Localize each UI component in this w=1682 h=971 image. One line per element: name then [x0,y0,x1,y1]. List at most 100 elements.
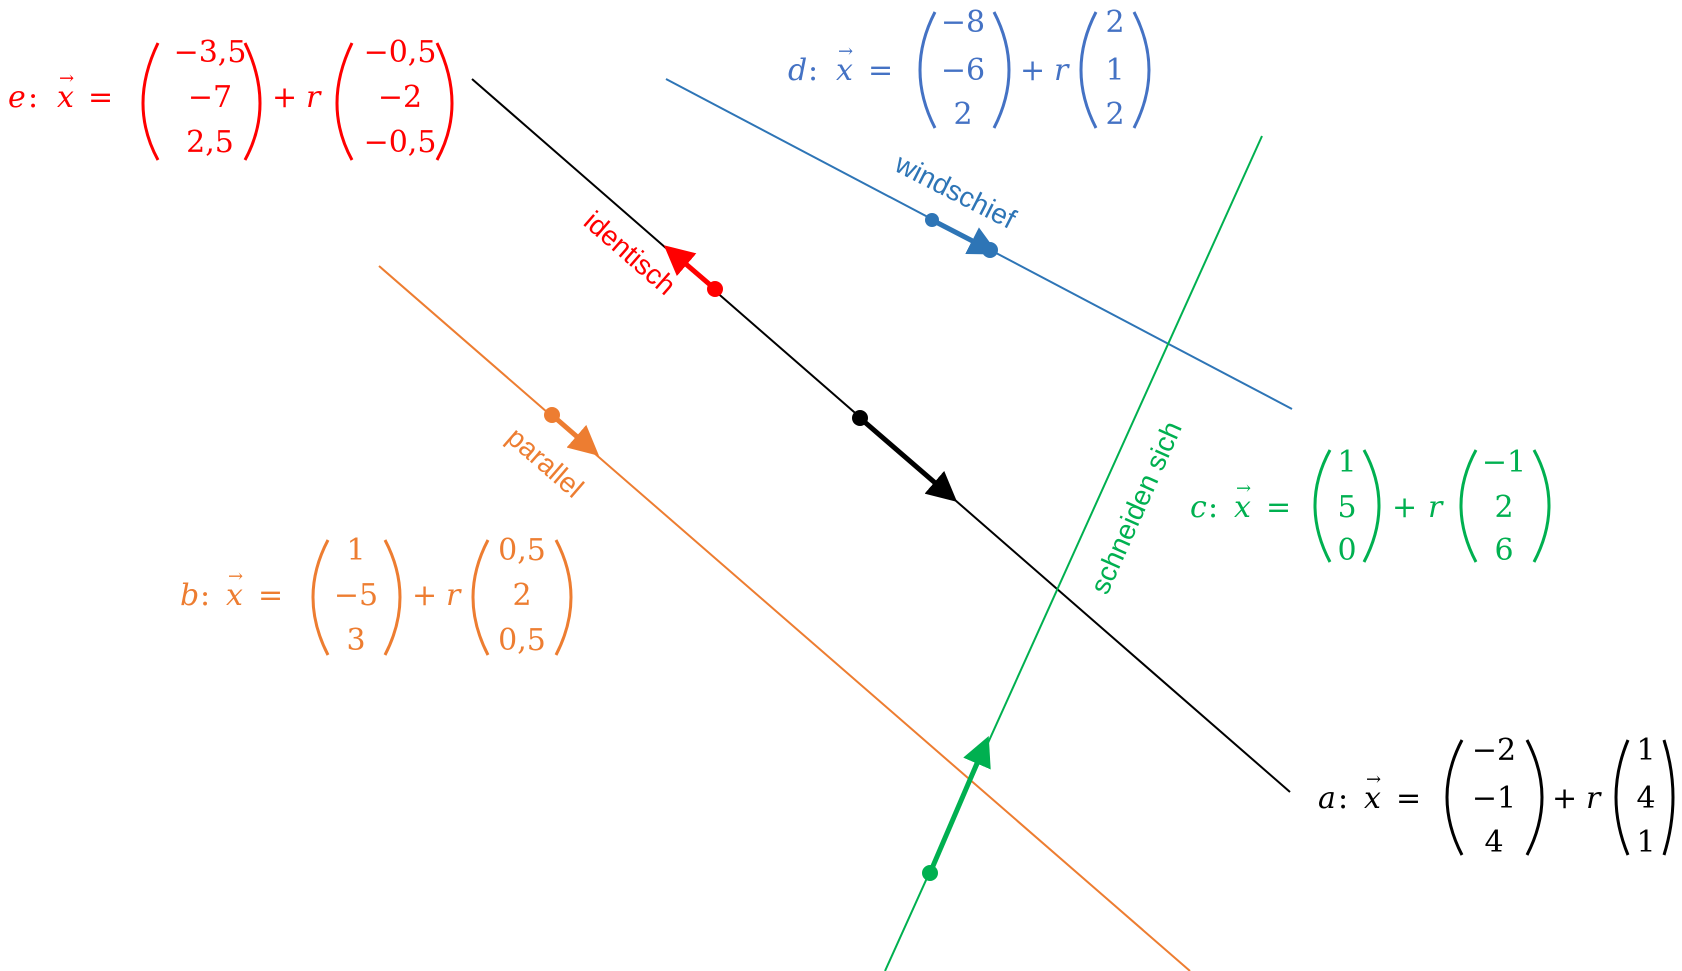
eq-e-support-paren-right [243,42,262,161]
eq-c-support-3: 0 [1337,533,1356,568]
eq-a-direction-3: 1 [1636,825,1655,860]
equation-d: d : x → = −8 −6 2 + r 2 1 2 [788,5,1151,132]
eq-c-arrow: → [1236,478,1251,499]
eq-b-equals: = [258,578,283,613]
line-b [378,265,1191,971]
eq-b-support-2: −5 [334,578,378,613]
eq-a-support-3: 4 [1484,825,1503,860]
eq-d-support-1: −8 [941,5,985,40]
eq-a-direction-paren-right [1662,739,1675,856]
eq-a-support-2: −1 [1472,781,1516,816]
eq-e-direction-2: −2 [378,80,422,115]
eq-a-param: r [1586,781,1602,816]
direction-vector-d [930,217,999,255]
eq-b-support-paren-left [311,539,330,656]
eq-b-vec: x [226,578,243,613]
eq-d-arrow: → [838,41,853,62]
eq-e-plus: + [272,80,297,115]
eq-e-support-paren-left [141,42,160,161]
eq-b-direction-3: 0,5 [498,623,546,658]
eq-c-equals: = [1266,490,1291,525]
eq-d-support-2: −6 [941,53,985,88]
eq-c-direction-paren-left [1459,449,1478,563]
eq-e-direction-paren-left [335,42,354,161]
eq-c-vec: x [1234,490,1251,525]
eq-c-name: c [1190,490,1207,525]
eq-a-plus: + [1552,781,1577,816]
eq-b-direction-2: 2 [512,578,531,613]
eq-a-direction-1: 1 [1636,733,1655,768]
eq-a-colon: : [1338,781,1348,816]
eq-e-support-1: −3,5 [174,35,247,70]
label-identical: identisch [578,205,682,301]
support-point-c [922,865,938,881]
eq-b-direction-paren-right [554,539,573,656]
eq-c-support-paren-right [1362,449,1381,563]
eq-d-support-3: 2 [953,97,972,132]
support-point-a [852,410,868,426]
eq-d-direction-paren-left [1079,11,1098,129]
support-point-e [707,281,723,297]
support-point-d [925,213,939,227]
direction-vector-c [927,735,991,874]
eq-d-vec: x [836,53,853,88]
eq-e-equals: = [88,80,113,115]
eq-a-name: a [1318,781,1336,816]
equation-e: e : x → = −3,5 −7 2,5 + r −0,5 −2 −0,5 [8,35,454,161]
eq-d-name: d [788,53,807,88]
eq-b-colon: : [200,578,210,613]
eq-b-direction-1: 0,5 [498,533,546,568]
eq-d-support-paren-right [992,11,1011,129]
eq-b-name: b [180,578,199,613]
eq-e-direction-3: −0,5 [364,125,437,160]
eq-c-direction-3: 6 [1494,533,1513,568]
eq-b-direction-paren-left [471,539,490,656]
eq-d-support-paren-left [918,11,937,129]
eq-c-param: r [1428,490,1444,525]
support-point-b [544,407,560,423]
eq-b-support-3: 3 [346,623,365,658]
eq-a-arrow: → [1366,769,1381,790]
eq-c-plus: + [1392,490,1417,525]
eq-a-support-1: −2 [1472,733,1516,768]
direction-vector-b [550,413,600,456]
eq-e-param: r [306,80,322,115]
eq-c-direction-paren-right [1532,449,1551,563]
eq-e-direction-1: −0,5 [364,35,437,70]
eq-c-colon: : [1208,490,1218,525]
eq-d-direction-paren-right [1132,11,1151,129]
eq-b-arrow: → [228,566,243,587]
direction-vector-e [663,245,717,291]
direction-vector-a [858,416,958,502]
eq-d-equals: = [868,53,893,88]
eq-c-support-2: 5 [1337,490,1356,525]
eq-a-vec: x [1364,781,1381,816]
eq-e-colon: : [28,80,38,115]
equation-b: b : x → = 1 −5 3 + r 0,5 2 0,5 [180,533,573,658]
eq-d-colon: : [808,53,818,88]
eq-b-support-1: 1 [346,533,365,568]
eq-a-support-paren-left [1445,739,1464,856]
eq-e-support-2: −7 [188,80,232,115]
eq-e-direction-paren-right [435,42,454,161]
equation-c: c : x → = 1 5 0 + r −1 2 6 [1190,445,1551,568]
eq-d-param: r [1054,53,1070,88]
eq-e-arrow: → [59,68,74,89]
eq-e-vec: x [57,80,74,115]
equation-a: a : x → = −2 −1 4 + r 1 4 1 [1318,733,1675,860]
eq-d-plus: + [1020,53,1045,88]
eq-e-name: e [8,80,26,115]
eq-b-plus: + [412,578,437,613]
vector-tip-d [982,242,998,258]
eq-a-support-paren-right [1525,739,1544,856]
eq-b-param: r [446,578,462,613]
eq-c-direction-1: −1 [1482,445,1526,480]
label-skew: windschief [889,147,1021,235]
eq-c-direction-2: 2 [1494,490,1513,525]
eq-a-direction-2: 4 [1636,781,1655,816]
eq-c-support-1: 1 [1337,445,1356,480]
eq-a-equals: = [1396,781,1421,816]
eq-d-direction-1: 2 [1105,5,1124,40]
eq-d-direction-2: 1 [1105,53,1124,88]
